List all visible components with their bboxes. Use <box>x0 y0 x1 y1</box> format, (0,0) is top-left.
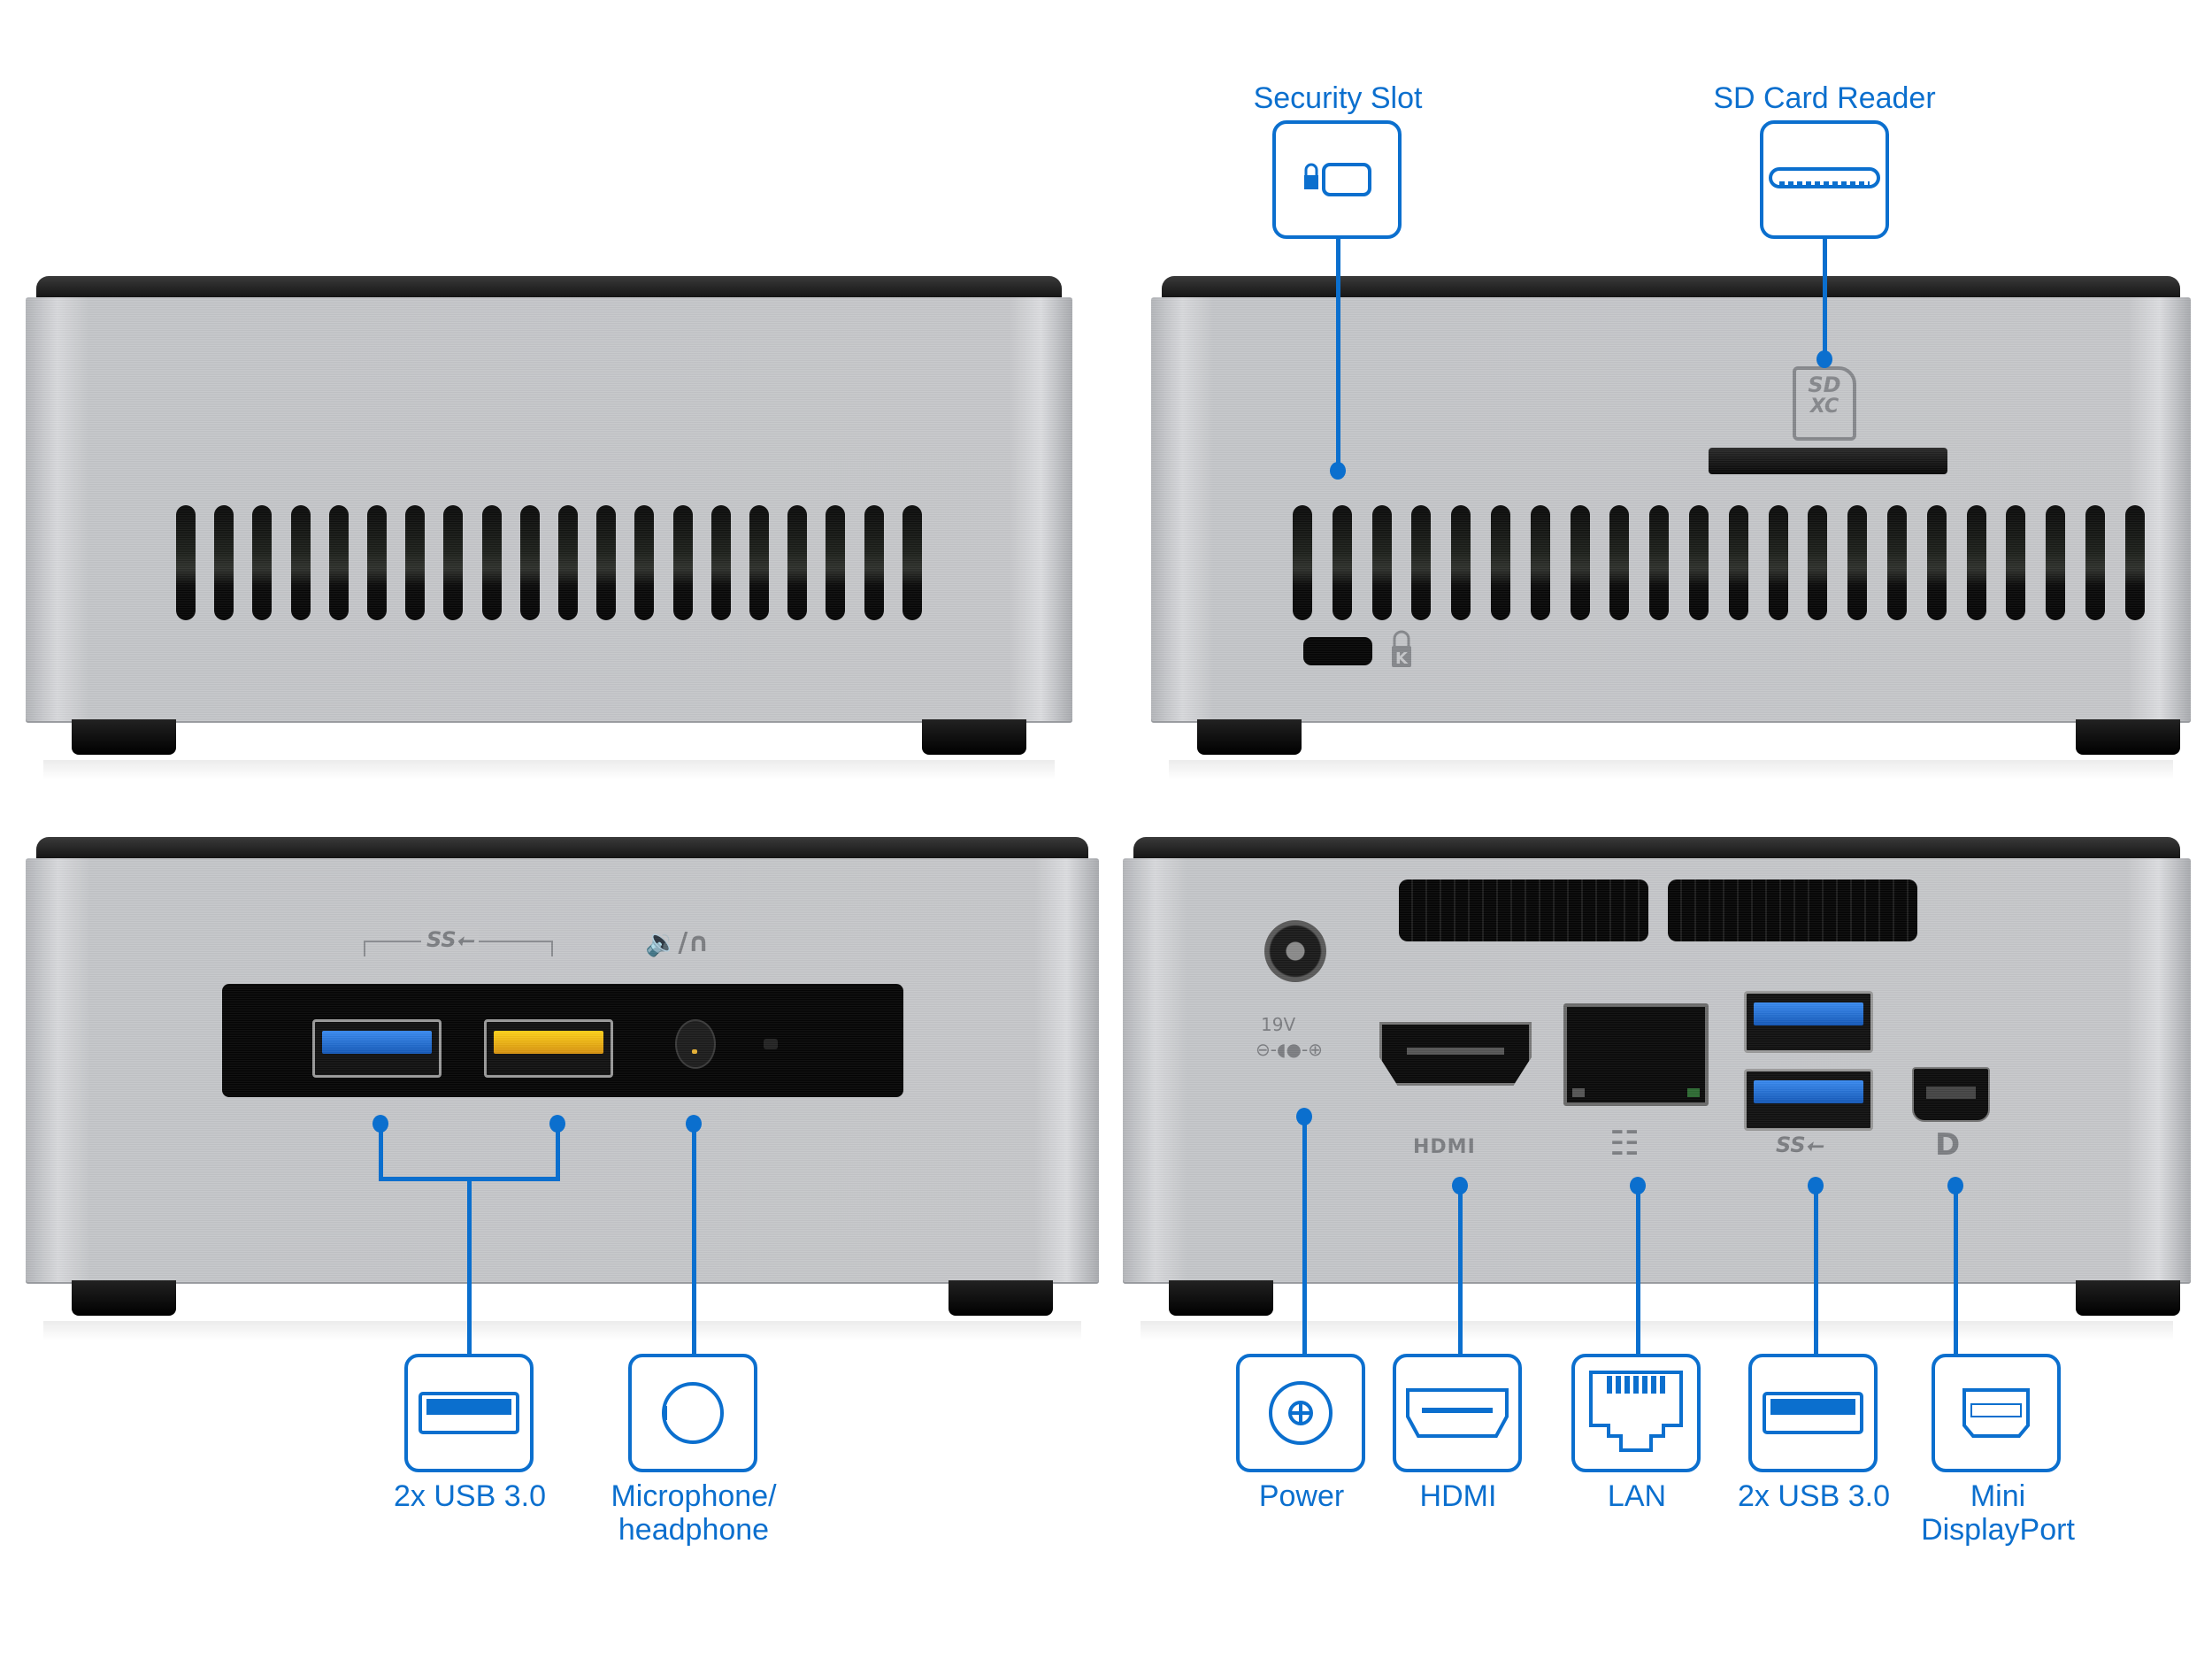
label-line: Microphone/ <box>611 1479 777 1513</box>
hdmi-port-icon <box>1406 1388 1509 1438</box>
surface-reflection <box>43 1321 1081 1340</box>
callout-label-rear-usb: 2x USB 3.0 <box>1738 1479 1890 1513</box>
sd-card-slot <box>1709 448 1947 474</box>
rubber-foot <box>2076 719 2180 755</box>
displayport-logo-icon: D <box>1935 1127 1961 1163</box>
callout-box-mini-displayport <box>1932 1354 2061 1472</box>
ethernet-port-icon <box>1589 1371 1683 1452</box>
ventilation-grille <box>176 505 922 620</box>
rubber-foot <box>72 719 176 755</box>
surface-reflection <box>1169 760 2173 780</box>
connector-line <box>1823 239 1827 358</box>
hdmi-port[interactable] <box>1379 1022 1532 1086</box>
usb-port-icon <box>419 1392 519 1434</box>
callout-label-mini-displayport: Mini DisplayPort <box>1921 1479 2075 1547</box>
sd-logo-text: SD <box>1808 373 1841 397</box>
dc-power-jack[interactable] <box>1264 920 1326 982</box>
exhaust-grille-left <box>1399 879 1648 941</box>
superspeed-usb-icon: SS⭠ <box>421 927 479 952</box>
ventilation-grille <box>1293 505 2145 620</box>
surface-reflection <box>1141 1321 2173 1340</box>
label-line: DisplayPort <box>1921 1513 2075 1547</box>
rear-usb-port-top[interactable] <box>1744 991 1873 1053</box>
callout-box-front-usb <box>404 1354 534 1472</box>
callout-box-hdmi <box>1393 1354 1522 1472</box>
mini-displayport[interactable] <box>1912 1067 1990 1122</box>
device-side-left <box>26 276 1072 780</box>
callout-box-power <box>1236 1354 1365 1472</box>
speaker-headset-icon: 🔉/∩ <box>645 927 710 958</box>
rubber-foot <box>2076 1280 2180 1316</box>
callout-label-security-slot: Security Slot <box>1253 81 1423 115</box>
callout-box-audio <box>628 1354 757 1472</box>
device-chassis: K SD XC <box>1151 297 2191 723</box>
callout-label-front-usb: 2x USB 3.0 <box>394 1479 546 1513</box>
surface-reflection <box>43 760 1055 780</box>
rubber-foot <box>72 1280 176 1316</box>
connector-dot <box>1330 462 1346 480</box>
usb-tongue <box>1754 1080 1863 1103</box>
dc-polarity-icon: ⊖-◖●-⊕ <box>1256 1039 1323 1060</box>
connector-line <box>692 1124 696 1356</box>
front-usb-port-yellow[interactable] <box>484 1019 613 1078</box>
rubber-foot <box>1197 719 1302 755</box>
connector-line <box>1814 1186 1818 1356</box>
lock-slot-icon <box>1304 163 1371 196</box>
device-front: SS⭠ 🔉/∩ <box>26 837 1099 1340</box>
security-slot <box>1303 637 1372 665</box>
connector-line <box>1458 1186 1463 1356</box>
hdmi-logo-text: HDMI <box>1413 1136 1476 1158</box>
ethernet-port[interactable] <box>1563 1003 1709 1106</box>
usb-tongue <box>494 1031 603 1054</box>
audio-jack-icon <box>662 1382 724 1444</box>
label-line: headphone <box>618 1513 770 1547</box>
connector-dot <box>1816 350 1832 368</box>
rubber-foot <box>1169 1280 1273 1316</box>
connector-line <box>1336 239 1340 469</box>
callout-box-rear-usb <box>1748 1354 1878 1472</box>
callout-label-hdmi: HDMI <box>1419 1479 1497 1513</box>
device-side-right: K SD XC <box>1151 276 2191 780</box>
superspeed-usb-icon: SS⭠ <box>1776 1133 1823 1157</box>
svg-text:K: K <box>1395 649 1409 668</box>
label-line: Mini <box>1970 1479 2026 1513</box>
callout-label-sd-card-reader: SD Card Reader <box>1713 81 1936 115</box>
sdxc-logo-icon: SD XC <box>1793 366 1856 441</box>
device-chassis: 19V ⊖-◖●-⊕ HDMI ☷ SS⭠ D <box>1123 858 2191 1284</box>
xc-logo-text: XC <box>1809 396 1839 418</box>
device-chassis: SS⭠ 🔉/∩ <box>26 858 1099 1284</box>
rubber-foot <box>949 1280 1053 1316</box>
rubber-foot <box>922 719 1026 755</box>
callout-label-audio: Microphone/ headphone <box>611 1479 776 1547</box>
front-io-panel <box>222 984 903 1097</box>
device-rear: 19V ⊖-◖●-⊕ HDMI ☷ SS⭠ D <box>1123 837 2191 1340</box>
callout-label-lan: LAN <box>1607 1479 1667 1513</box>
mini-displayport-icon <box>1962 1388 2030 1438</box>
network-icon: ☷ <box>1609 1124 1640 1163</box>
kensington-lock-icon: K <box>1390 630 1413 669</box>
device-chassis <box>26 297 1072 723</box>
connector-line <box>556 1124 560 1180</box>
callout-box-lan <box>1571 1354 1701 1472</box>
callout-label-power: Power <box>1258 1479 1345 1513</box>
usb-port-icon <box>1763 1392 1863 1434</box>
power-jack-icon <box>1269 1381 1333 1445</box>
status-led <box>764 1039 778 1049</box>
usb-tongue <box>1754 1002 1863 1025</box>
connector-line <box>467 1177 472 1356</box>
callout-box-sd-card-reader <box>1760 120 1889 239</box>
ss-usb-bracket <box>364 941 553 956</box>
front-usb-port-blue[interactable] <box>312 1019 442 1078</box>
connector-line <box>1636 1186 1640 1356</box>
exhaust-grille-right <box>1668 879 1917 941</box>
power-rating-text: 19V <box>1261 1014 1296 1035</box>
callout-box-security-slot <box>1272 120 1402 239</box>
connector-line <box>1954 1186 1958 1356</box>
rear-usb-port-bottom[interactable] <box>1744 1069 1873 1131</box>
connector-line <box>379 1124 383 1180</box>
audio-jack[interactable] <box>675 1019 716 1069</box>
connector-line <box>1302 1117 1307 1356</box>
usb-tongue <box>322 1031 432 1054</box>
sd-slot-icon <box>1769 167 1880 188</box>
